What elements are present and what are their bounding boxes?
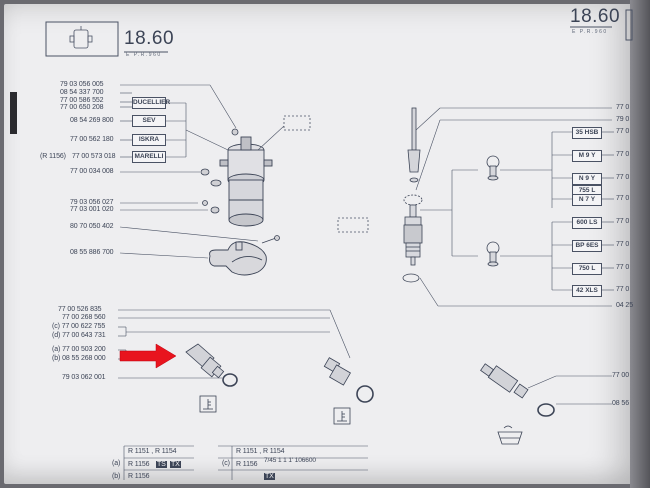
table-right-row2-note: 7/45 1 1 1' 106600 xyxy=(264,457,316,464)
distributor-rotor-drawing xyxy=(407,107,421,183)
coil-bolt-ref-2: 77 03 001 020 xyxy=(70,206,114,213)
oil-level-icon xyxy=(497,425,523,445)
right-ref-10: 77 0 xyxy=(616,286,630,293)
plug-brand-m9y: M 9 Y xyxy=(572,150,602,162)
plug-brand-bp6es: BP 6ES xyxy=(572,240,602,252)
coil-screw-ref: 80 70 050 402 xyxy=(70,223,114,230)
table-right-row1: R 1151 , R 1154 xyxy=(236,448,285,455)
page-code-right: 18.60 xyxy=(570,6,621,27)
temperature-sensor-b-drawing xyxy=(323,357,374,403)
coil-ref-prefix: (R 1156) xyxy=(40,153,66,160)
coolant-temperature-icon-2 xyxy=(333,407,351,425)
brand-box-marelli: MARELLI xyxy=(132,151,166,163)
coolant-temperature-icon xyxy=(199,395,217,413)
sensor-ref-5: (a) 77 00 503 200 xyxy=(52,346,106,353)
plug-brand-600ls: 600 LS xyxy=(572,217,602,229)
plug-brand-n7y: N 7 Y xyxy=(572,194,602,206)
coil-ref-7: 77 00 573 018 xyxy=(72,153,116,160)
sensor-ref-2: 77 00 268 560 xyxy=(62,314,106,321)
right-ref-3: 77 0 xyxy=(616,128,630,135)
plug-bottom-ref: 04 25 xyxy=(616,302,634,309)
right-ref-9: 77 0 xyxy=(616,264,630,271)
plug-brand-35hsb: 35 HSB xyxy=(572,127,602,139)
temperature-sensor-a-drawing xyxy=(185,343,238,387)
table-left-badge-tx: TX xyxy=(170,461,181,468)
table-right-badge-tx: TX xyxy=(264,473,275,480)
coil-ref-4: 77 00 650 208 xyxy=(60,104,104,111)
right-sensor-ref-1: 77 00 xyxy=(612,372,630,379)
sensor-ref-6: (b) 08 55 268 000 xyxy=(52,355,106,362)
coil-ref-6: 77 00 562 180 xyxy=(70,136,114,143)
table-left-row3: R 1156 xyxy=(128,473,150,480)
coil-ref-5: 08 54 269 800 xyxy=(70,117,114,124)
sensor-ref-4: (d) 77 00 643 731 xyxy=(52,332,106,339)
right-ref-4: 77 0 xyxy=(616,151,630,158)
page-code-left: 18.60 xyxy=(124,28,175,49)
coil-ref-2: 08 54 337 700 xyxy=(60,89,104,96)
coil-bolt-ref-1: 79 03 056 027 xyxy=(70,199,114,206)
brand-box-sev: SEV xyxy=(132,115,166,127)
book-spine xyxy=(630,0,650,488)
right-ref-5: 77 0 xyxy=(616,174,630,181)
coil-ref-1: 79 03 056 005 xyxy=(60,81,104,88)
table-right-row2: R 1156 xyxy=(236,461,258,468)
plug-brand-42xls: 42 XLS xyxy=(572,285,602,297)
coil-thumbnail-icon xyxy=(69,26,93,49)
temperature-sensor-c-drawing xyxy=(480,363,555,417)
spark-plug-drawing xyxy=(402,194,423,283)
page-sub-right: E P.R.960 xyxy=(572,29,608,35)
plug-insert-drawing xyxy=(486,155,500,267)
table-left-row2: R 1156 xyxy=(128,461,150,468)
sensor-ref-7: 79 03 062 001 xyxy=(62,374,106,381)
table-left-row3-letter: (b) xyxy=(112,473,121,480)
coil-ref-3: 77 00 586 552 xyxy=(60,97,104,104)
coil-bracket-drawing xyxy=(209,241,267,276)
right-ref-6: 77 0 xyxy=(616,195,630,202)
ignition-coil-drawing xyxy=(219,136,273,227)
coil-bracket-ref: 08 55 886 700 xyxy=(70,249,114,256)
right-sensor-ref-2: 08 56 xyxy=(612,400,630,407)
table-left-row2-letter: (a) xyxy=(112,460,121,467)
page-tab-marker xyxy=(10,92,17,134)
right-ref-7: 77 0 xyxy=(616,218,630,225)
sensor-ref-3: (c) 77 00 622 755 xyxy=(52,323,106,330)
table-left-badge-ts: TS xyxy=(156,461,167,468)
page-sub-left: E P.R.960 xyxy=(126,52,162,58)
coil-nut-ref: 77 00 034 008 xyxy=(70,168,114,175)
right-ref-2: 79 0 xyxy=(616,116,630,123)
paper-sheet xyxy=(4,4,636,484)
table-right-row2-letter: (c) xyxy=(222,460,230,467)
right-ref-8: 77 0 xyxy=(616,241,630,248)
right-ref-1: 77 0 xyxy=(616,104,630,111)
plug-brand-n9y: N 9 Y xyxy=(572,173,602,185)
plug-brand-750l: 750 L xyxy=(572,263,602,275)
brand-box-ducellier: DUCELLIER xyxy=(132,97,170,109)
table-left-row1: R 1151 , R 1154 xyxy=(128,448,177,455)
red-pointer-arrow-icon xyxy=(119,343,177,369)
brand-box-iskra: ISKRA xyxy=(132,134,166,146)
sensor-ref-1: 77 00 526 835 xyxy=(58,306,102,313)
